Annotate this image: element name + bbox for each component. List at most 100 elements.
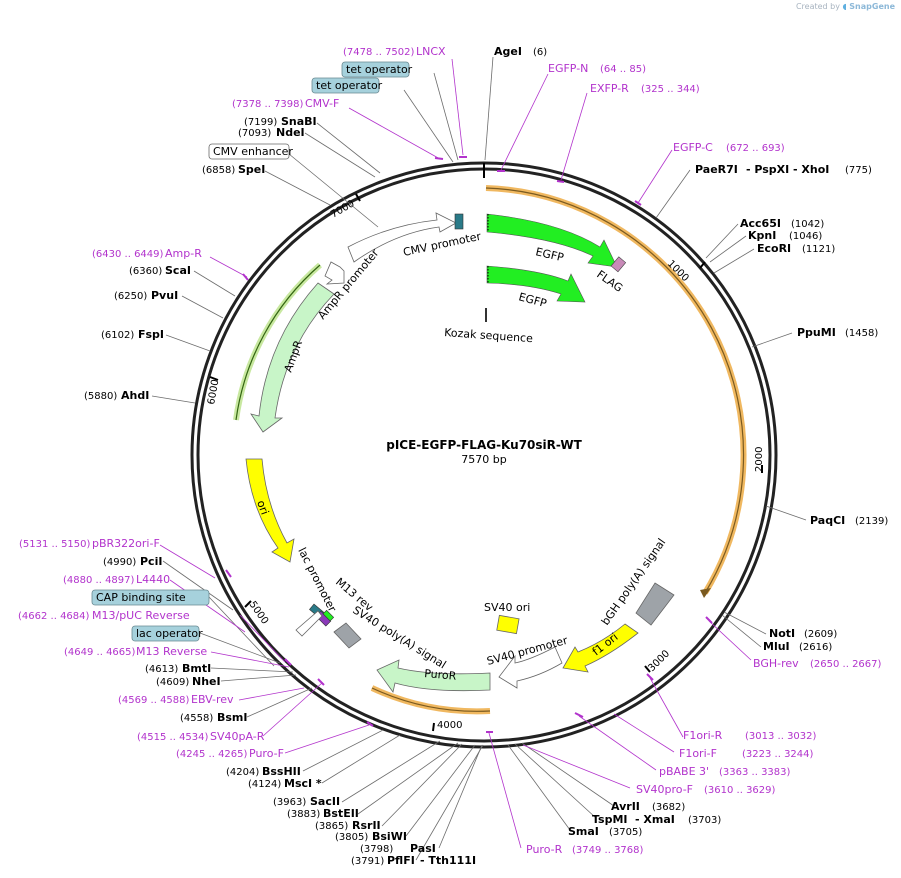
site-mlui-pos: (2616) [799, 642, 832, 653]
site-acc65i: Acc65I [740, 217, 781, 230]
line-bsshii [302, 729, 384, 772]
primer-leader-lines [159, 58, 752, 849]
pline-bgh-rev [708, 620, 752, 661]
pline-egfp-n [500, 73, 549, 171]
primer-m13-puc-range: (4662 .. 4684) [18, 611, 90, 622]
orf-arc-reverse [370, 685, 491, 715]
pmark-amp-r [242, 273, 249, 281]
site-bsteii: BstEII [323, 807, 359, 820]
pline-sv40pro-f [522, 744, 631, 789]
site-snabi-pos: (7199) [244, 117, 277, 128]
flag-label: FLAG [594, 268, 625, 295]
site-tth111i: - Tth111I [420, 854, 476, 867]
line-kpni [709, 235, 747, 263]
site-spei-pos: (6858) [202, 165, 235, 176]
site-smai-pos: (3705) [609, 827, 642, 838]
site-smai: SmaI [568, 825, 599, 838]
primer-f1ori-f-range: (3223 .. 3244) [742, 749, 814, 760]
line-pasi [438, 744, 483, 849]
primer-sv40pa-r-range: (4515 .. 4534) [137, 732, 209, 743]
site-agei: AgeI [494, 45, 522, 58]
f1-ori-feature [562, 623, 639, 673]
line-smai [507, 744, 571, 831]
tet-operator-label-1: tet operator [346, 63, 413, 76]
line-spei [264, 170, 331, 206]
line-tspmi [514, 743, 597, 819]
pline-lncx [451, 58, 464, 156]
sv40-polya-feature [333, 622, 362, 649]
line-agei [484, 56, 494, 161]
snapgene-credit: Created by ◖ SnapGene [796, 2, 895, 11]
credit-prefix: Created by [795, 2, 840, 11]
primer-pbr322ori-f: pBR322ori-F [92, 537, 160, 550]
site-bsmi-pos: (4558) [180, 713, 213, 724]
primer-pbabe3-range: (3363 .. 3383) [719, 767, 791, 778]
line-tet-operator-1 [433, 72, 459, 161]
sv40-polya-label: SV40 poly(A) signal [350, 604, 448, 672]
line-ndei [304, 132, 376, 178]
site-bsteii-pos: (3883) [287, 809, 320, 820]
lac-operator-label: lac operator [136, 627, 203, 640]
orf-arc-forward-head [700, 588, 711, 598]
primer-exfp-r-range: (325 .. 344) [641, 84, 700, 95]
primer-cmv-f-range: (7378 .. 7398) [232, 99, 304, 110]
egfp-label-1: EGFP [534, 245, 565, 264]
pline-pbabe3 [578, 715, 657, 771]
pmark-egfp-c [634, 200, 642, 206]
line-mlui [721, 614, 762, 648]
site-tspmi-pos: (3703) [688, 815, 721, 826]
plasmid-name: pICE-EGFP-FLAG-Ku70siR-WT [386, 438, 582, 452]
line-bsmi [246, 687, 313, 718]
cmv-enhancer-box [208, 143, 290, 160]
site-avrii-pos: (3682) [652, 802, 685, 813]
pline-f1ori-f [613, 713, 675, 753]
tet-operator-box-2 [311, 77, 380, 94]
pmark-exfp-r [556, 180, 565, 183]
line-bsteii [357, 742, 459, 815]
site-pasi: PasI [410, 842, 436, 855]
site-spei: SpeI [238, 163, 265, 176]
pline-ebv-rev [238, 687, 305, 701]
line-noti [723, 611, 767, 635]
pmark-bgh-rev [705, 616, 713, 624]
site-ndei-pos: (7093) [238, 128, 271, 139]
site-paer7i: PaeR7I [695, 163, 738, 176]
line-tet-operator-2 [403, 89, 454, 163]
pmark-pbabe3 [574, 712, 584, 718]
line-snabi [316, 122, 381, 174]
tet-operator-marker [454, 213, 464, 230]
primer-bgh-rev: BGH-rev [753, 657, 799, 670]
site-avrii: AvrII [611, 800, 640, 813]
snapgene-logo-icon: ◖ [842, 2, 847, 11]
primer-amp-r-range: (6430 .. 6449) [92, 249, 164, 260]
site-paer7i-pos: (775) [845, 165, 872, 176]
line-pflfi [415, 744, 484, 861]
site-fspi-pos: (6102) [101, 330, 134, 341]
tick-label-5000: 5000 [247, 599, 271, 626]
egfp-feature-1 [486, 213, 618, 268]
primer-l4440-range: (4880 .. 4897) [63, 575, 135, 586]
site-acc65i-pos: (1042) [791, 219, 824, 230]
line-pcii [162, 560, 234, 611]
pline-cmv-f [348, 107, 441, 160]
primer-lncx-range: (7478 .. 7502) [343, 47, 415, 58]
credit-brand: SnapGene [849, 2, 895, 11]
site-paqci-pos: (2139) [855, 516, 888, 527]
line-acc65i [705, 223, 739, 259]
tick-label-4000: 4000 [437, 720, 462, 731]
ampr-promoter-feature [324, 261, 345, 285]
primer-lncx: LNCX [416, 45, 446, 58]
line-msci [321, 734, 401, 784]
site-nhei-pos: (4609) [156, 677, 189, 688]
pline-amp-r [209, 256, 248, 278]
sv40-ori-feature [496, 614, 520, 635]
site-msci: MscI * [284, 777, 322, 790]
tick-label-3000: 3000 [646, 648, 672, 674]
site-tspmi: TspMI [592, 813, 628, 826]
line-nhei [220, 674, 297, 682]
primer-puro-f-range: (4245 .. 4265) [176, 749, 248, 760]
site-scai-pos: (6360) [129, 266, 162, 277]
ampr-feature [250, 282, 335, 433]
lac-operator-box [131, 625, 200, 642]
